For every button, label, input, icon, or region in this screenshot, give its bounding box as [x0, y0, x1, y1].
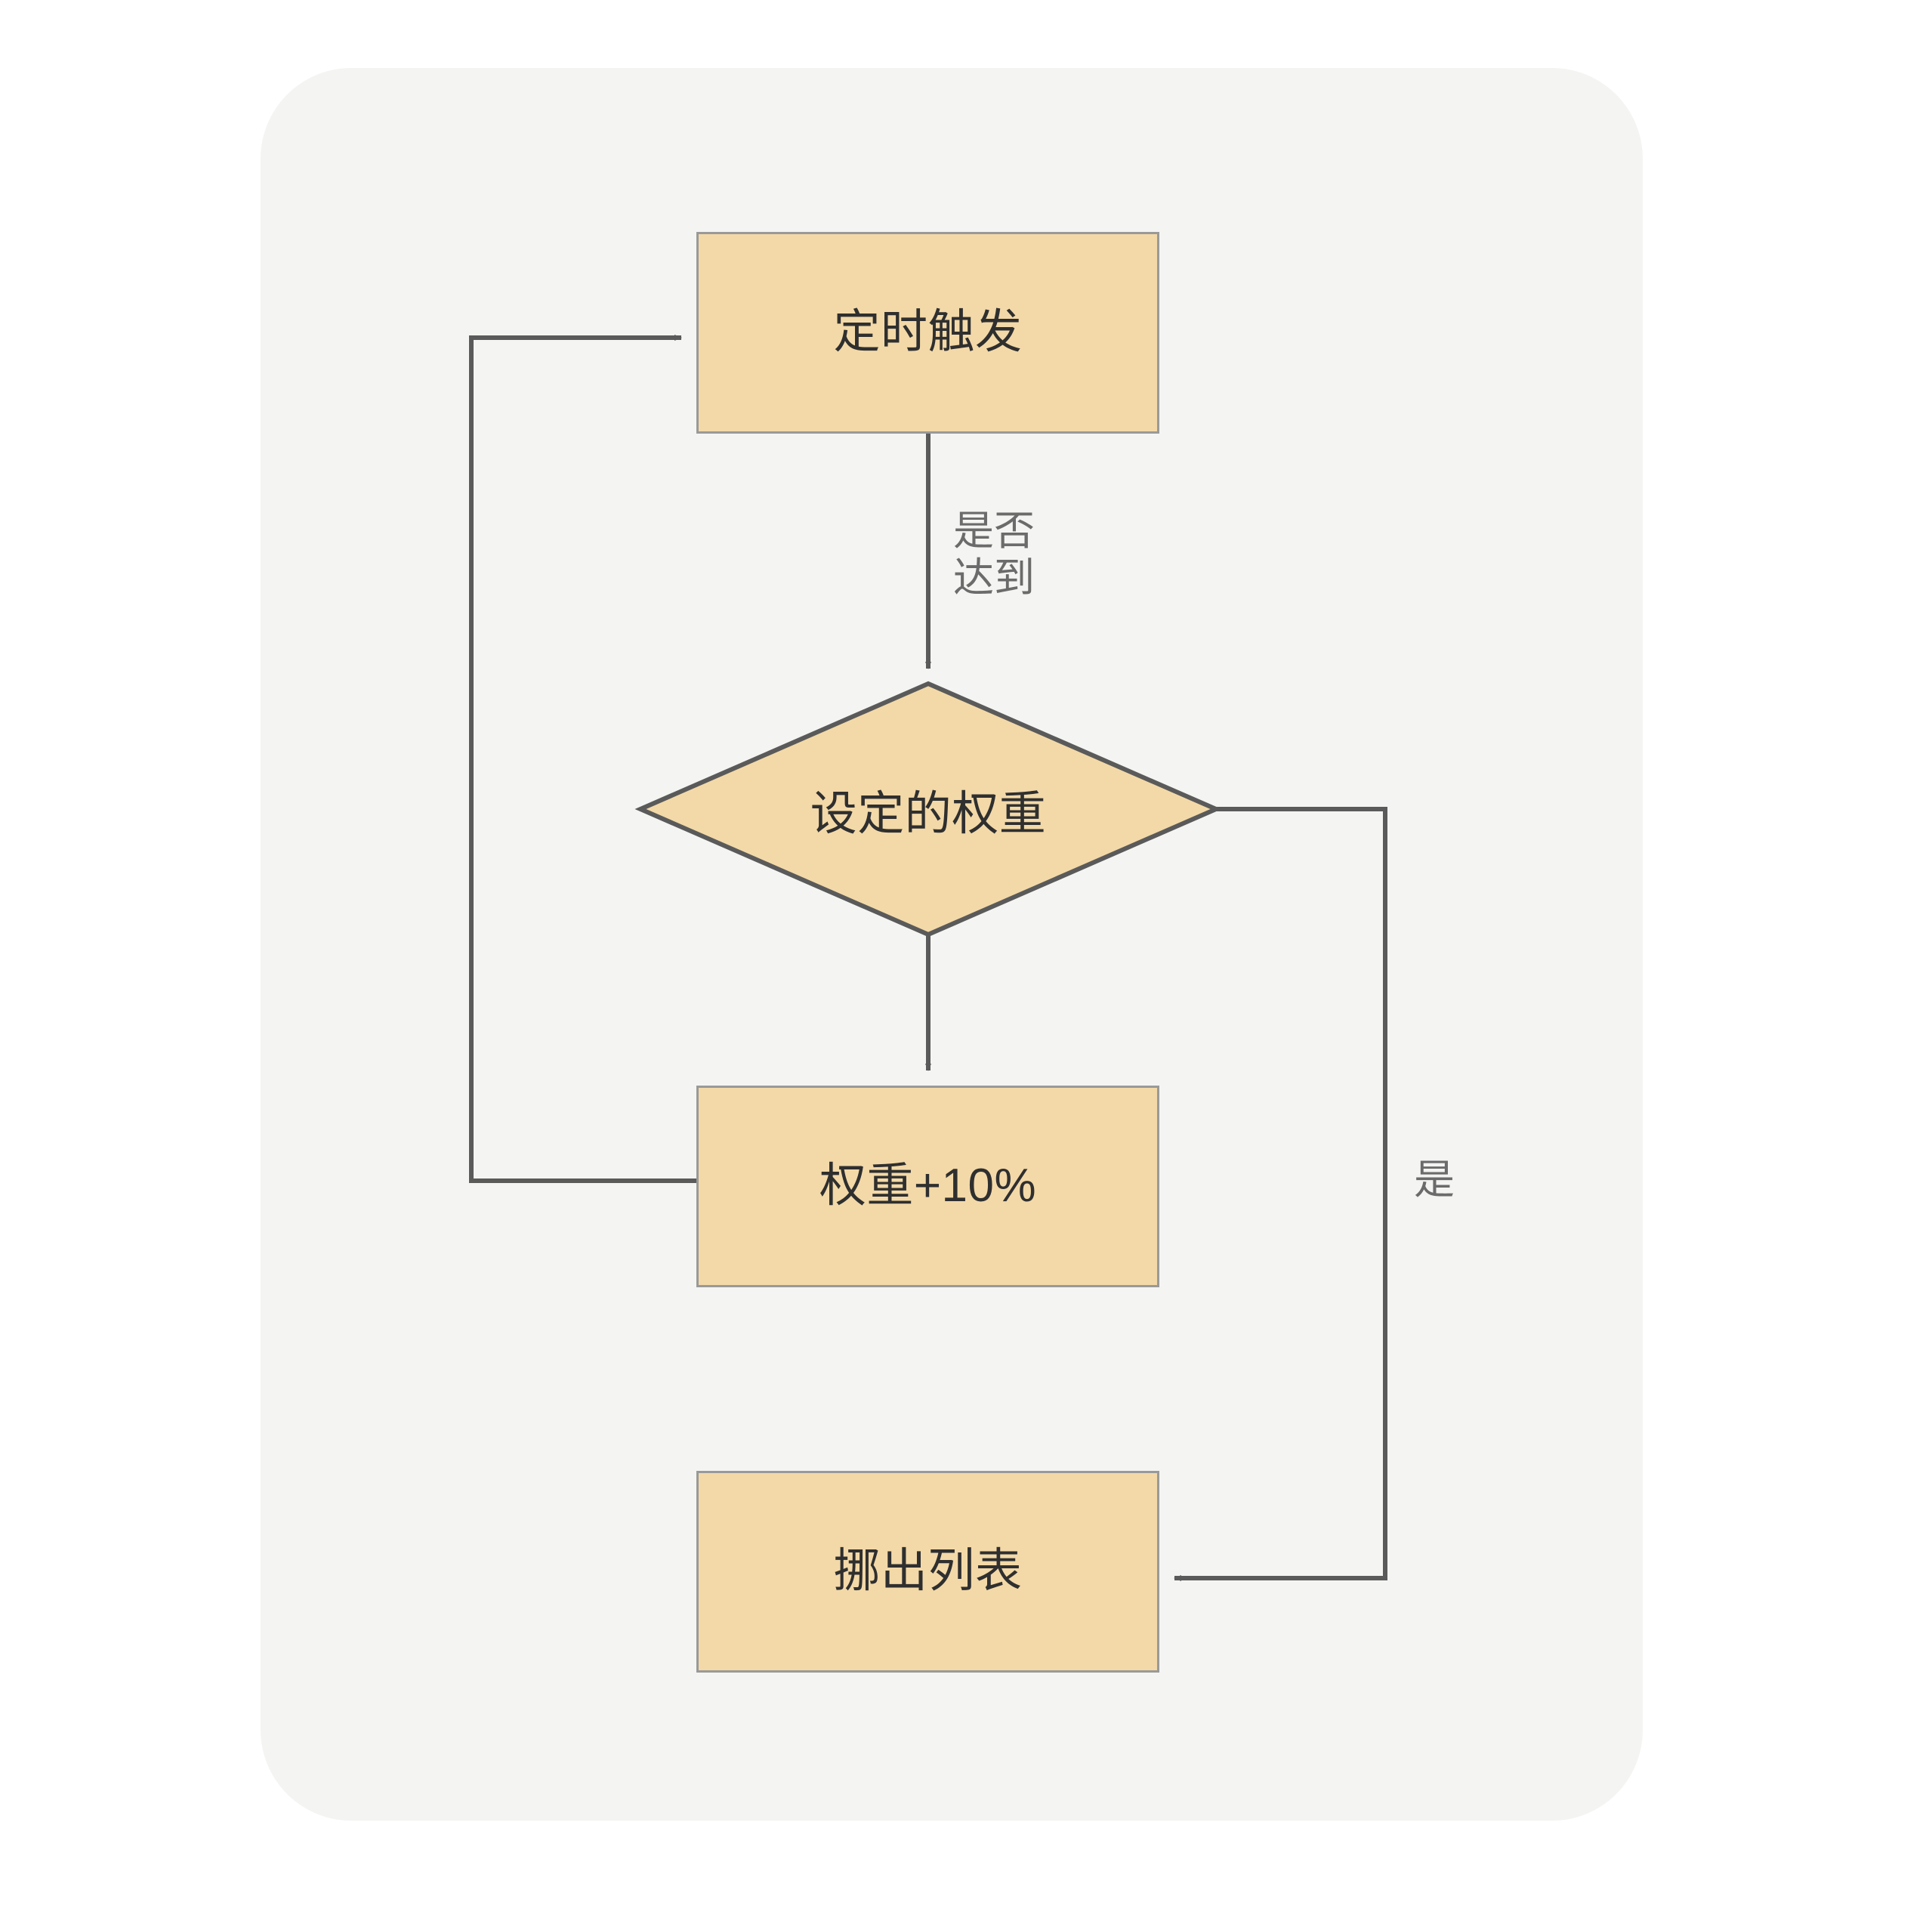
- edge-weight-up-to-trigger: [469, 335, 696, 1183]
- node-remove-list[interactable]: 挪出列表: [696, 1471, 1159, 1673]
- node-remove-list-label: 挪出列表: [833, 1545, 1023, 1598]
- node-weight-check-label: 设定的权重: [810, 788, 1047, 840]
- edge-label-yes: 是: [1414, 1157, 1455, 1203]
- edge-label-whether-reached: 是否 达到: [953, 508, 1035, 601]
- node-weight-up[interactable]: 权重+10%: [696, 1086, 1159, 1287]
- node-weight-check[interactable]: 设定的权重: [640, 684, 1216, 934]
- node-weight-up-label: 权重+10%: [819, 1160, 1037, 1212]
- edge-decision-to-remove-list: [1174, 807, 1387, 1581]
- node-trigger[interactable]: 定时触发: [696, 232, 1159, 434]
- decision-shape-weight-check: [634, 681, 1222, 938]
- node-trigger-label: 定时触发: [833, 306, 1023, 359]
